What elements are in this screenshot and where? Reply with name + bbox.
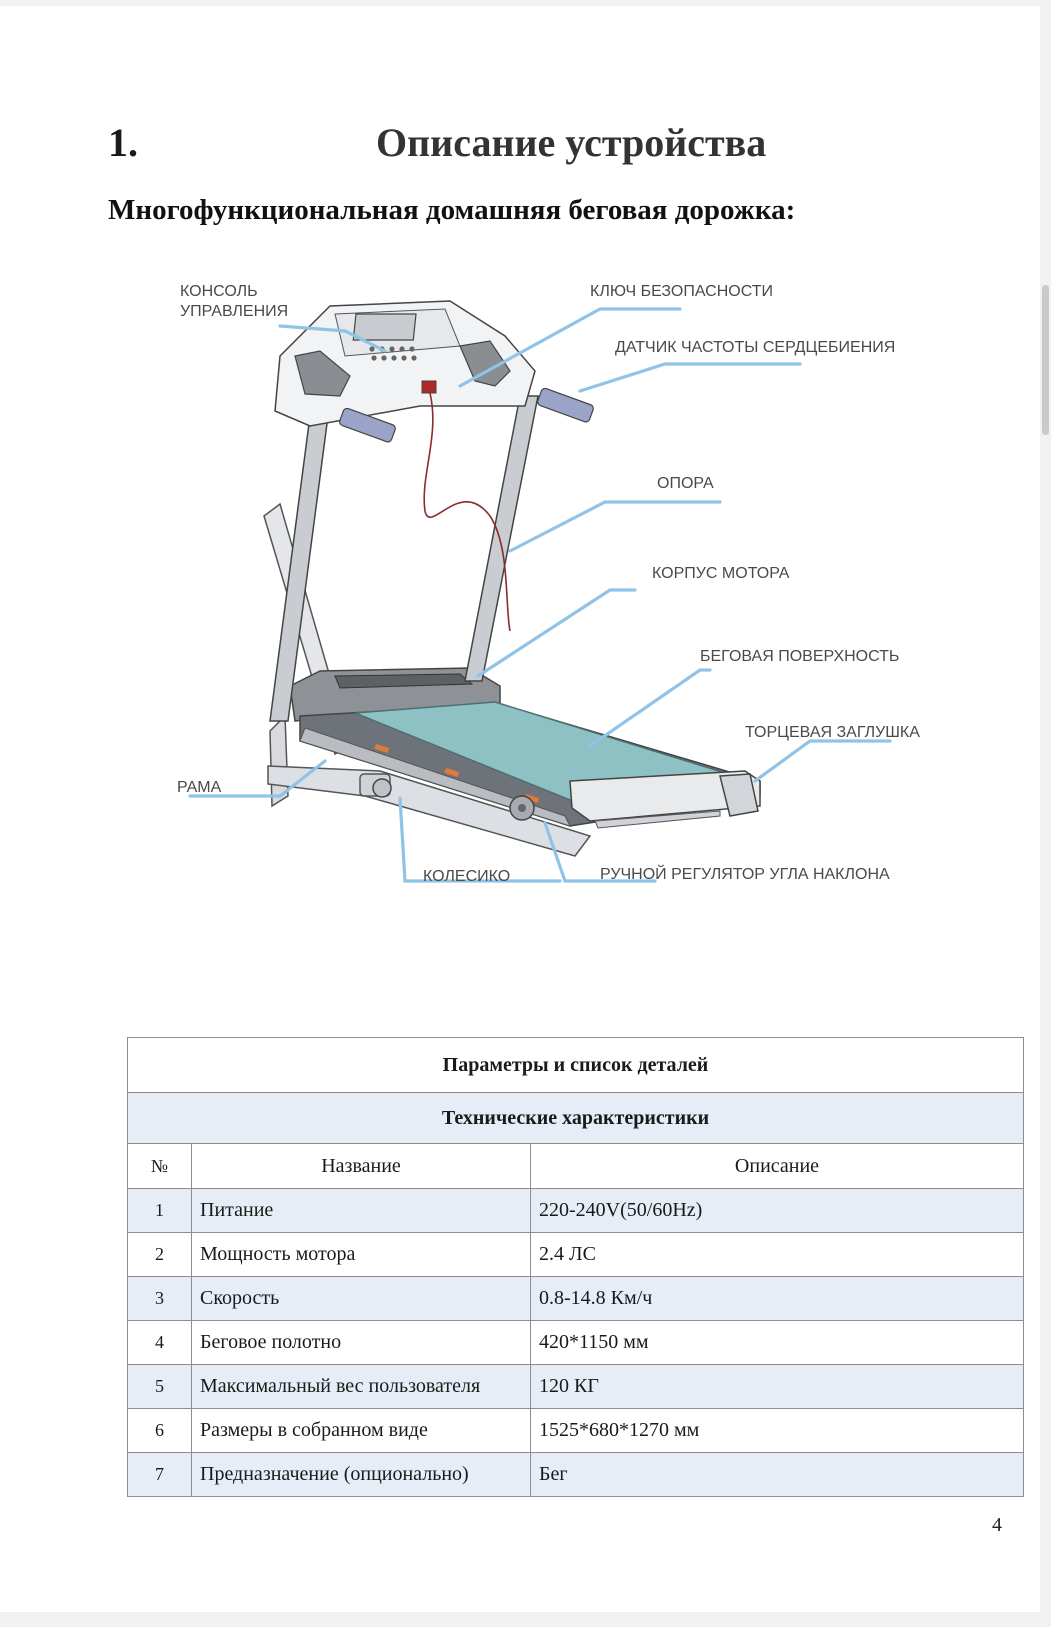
section-title: Описание устройства: [376, 120, 767, 165]
row-number: 3: [127, 1276, 192, 1321]
row-name: Предназначение (опционально): [191, 1452, 531, 1497]
treadmill-illustration: КОНСОЛЬ УПРАВЛЕНИЯ КЛЮЧ БЕЗОПАСНОСТИ ДАТ…: [177, 283, 920, 885]
row-number: 1: [127, 1188, 192, 1233]
row-description: 120 КГ: [530, 1364, 1024, 1409]
table-row: 5 Максимальный вес пользователя 120 КГ: [127, 1364, 1024, 1409]
label-incline-adjuster: РУЧНОЙ РЕГУЛЯТОР УГЛА НАКЛОНА: [600, 864, 890, 883]
row-description: 420*1150 мм: [530, 1320, 1024, 1365]
label-end-cap: ТОРЦЕВАЯ ЗАГЛУШКА: [745, 724, 920, 741]
column-header-name: Название: [191, 1143, 531, 1189]
document-page: 1. Описание устройства Многофункциональн…: [0, 6, 1040, 1612]
column-header-desc: Описание: [530, 1143, 1024, 1189]
row-description: 2.4 ЛС: [530, 1232, 1024, 1277]
label-console-line2: УПРАВЛЕНИЯ: [180, 303, 288, 320]
label-wheel: КОЛЕСИКО: [423, 868, 510, 885]
row-number: 4: [127, 1320, 192, 1365]
row-number: 2: [127, 1232, 192, 1277]
label-support: ОПОРА: [657, 475, 714, 492]
table-row: 1 Питание 220-240V(50/60Hz): [127, 1188, 1024, 1233]
row-name: Скорость: [191, 1276, 531, 1321]
row-description: 0.8-14.8 Км/ч: [530, 1276, 1024, 1321]
row-name: Питание: [191, 1188, 531, 1233]
label-heart-rate-sensor: ДАТЧИК ЧАСТОТЫ СЕРДЦЕБИЕНИЯ: [615, 339, 895, 356]
label-motor-cover: КОРПУС МОТОРА: [652, 565, 790, 582]
table-row: 2 Мощность мотора 2.4 ЛС: [127, 1232, 1024, 1277]
table-row: 6 Размеры в собранном виде 1525*680*1270…: [127, 1408, 1024, 1453]
specifications-table: Параметры и список деталей Технические х…: [127, 1037, 1024, 1497]
page-number: 4: [992, 1514, 1002, 1536]
table-row: 3 Скорость 0.8-14.8 Км/ч: [127, 1276, 1024, 1321]
row-name: Размеры в собранном виде: [191, 1408, 531, 1453]
section-subtitle: Многофункциональная домашняя беговая дор…: [108, 194, 796, 226]
table-title: Параметры и список деталей: [127, 1037, 1024, 1093]
table-subtitle: Технические характеристики: [127, 1092, 1024, 1144]
column-header-num: №: [127, 1143, 192, 1189]
label-frame: РАМА: [177, 779, 222, 796]
table-row: 7 Предназначение (опционально) Бег: [127, 1452, 1024, 1497]
label-safety-key: КЛЮЧ БЕЗОПАСНОСТИ: [590, 283, 773, 300]
row-number: 5: [127, 1364, 192, 1409]
row-name: Беговое полотно: [191, 1320, 531, 1365]
scrollbar-thumb[interactable]: [1042, 285, 1049, 435]
vertical-scrollbar[interactable]: [1040, 0, 1051, 1627]
row-name: Максимальный вес пользователя: [191, 1364, 531, 1409]
row-description: 1525*680*1270 мм: [530, 1408, 1024, 1453]
row-description: 220-240V(50/60Hz): [530, 1188, 1024, 1233]
row-description: Бег: [530, 1452, 1024, 1497]
row-number: 6: [127, 1408, 192, 1453]
section-number: 1.: [108, 120, 138, 165]
treadmill-diagram: КОНСОЛЬ УПРАВЛЕНИЯ КЛЮЧ БЕЗОПАСНОСТИ ДАТ…: [160, 276, 960, 926]
row-number: 7: [127, 1452, 192, 1497]
label-console-line1: КОНСОЛЬ: [180, 283, 258, 300]
label-running-surface: БЕГОВАЯ ПОВЕРХНОСТЬ: [700, 648, 899, 665]
row-name: Мощность мотора: [191, 1232, 531, 1277]
table-row: 4 Беговое полотно 420*1150 мм: [127, 1320, 1024, 1365]
